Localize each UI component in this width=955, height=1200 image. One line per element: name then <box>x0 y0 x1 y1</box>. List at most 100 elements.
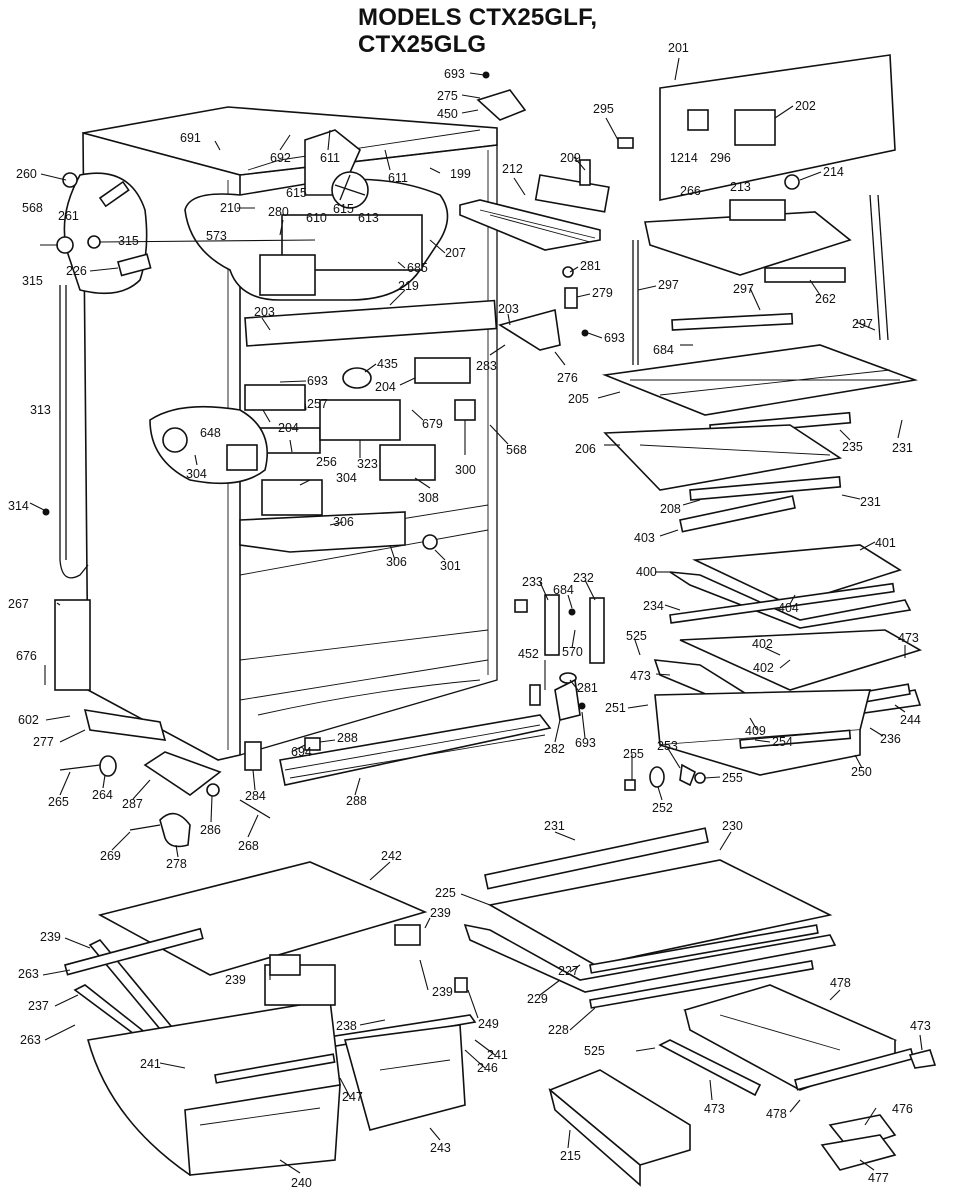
lower-left-drawers <box>64 861 477 1176</box>
part-label-1214: 1214 <box>670 151 698 165</box>
rear-panel <box>659 54 896 201</box>
part-label-215: 215 <box>560 1149 581 1163</box>
part-label-684: 684 <box>553 583 574 597</box>
part-label-212: 212 <box>502 162 523 176</box>
part-label-685: 685 <box>407 261 428 275</box>
part-label-233: 233 <box>522 575 543 589</box>
part-label-306: 306 <box>333 515 354 529</box>
part-label-295: 295 <box>593 102 614 116</box>
part-label-281: 281 <box>577 681 598 695</box>
part-label-676: 676 <box>16 649 37 663</box>
part-label-301: 301 <box>440 559 461 573</box>
part-label-201: 201 <box>668 41 689 55</box>
part-label-268: 268 <box>238 839 259 853</box>
part-label-403: 403 <box>634 531 655 545</box>
part-label-234: 234 <box>643 599 664 613</box>
part-label-525: 525 <box>626 629 647 643</box>
part-label-315: 315 <box>22 274 43 288</box>
part-label-230: 230 <box>722 819 743 833</box>
glass-shelf-230 <box>463 827 837 1009</box>
title-line-1: MODELS CTX25GLF, <box>358 4 598 31</box>
part-label-225: 225 <box>435 886 456 900</box>
part-label-238: 238 <box>336 1019 357 1033</box>
part-label-266: 266 <box>680 184 701 198</box>
part-label-473: 473 <box>704 1102 725 1116</box>
hinge-hardware <box>498 266 605 721</box>
part-label-568: 568 <box>506 443 527 457</box>
part-label-401: 401 <box>875 536 896 550</box>
part-label-227: 227 <box>558 964 579 978</box>
glass-shelf-401 <box>669 495 912 629</box>
part-label-477: 477 <box>868 1171 889 1185</box>
part-label-308: 308 <box>418 491 439 505</box>
part-label-256: 256 <box>316 455 337 469</box>
freezer-components <box>149 129 498 553</box>
part-label-679: 679 <box>422 417 443 431</box>
part-label-278: 278 <box>166 857 187 871</box>
part-label-236: 236 <box>880 732 901 746</box>
part-label-269: 269 <box>100 849 121 863</box>
part-number-labels: 693 275 450 201 691 692 611 611 199 295 … <box>8 41 931 1190</box>
part-label-315: 315 <box>118 234 139 248</box>
part-label-231: 231 <box>860 495 881 509</box>
top-bracket <box>459 71 634 251</box>
part-label-693: 693 <box>444 67 465 81</box>
part-label-241: 241 <box>140 1057 161 1071</box>
part-label-287: 287 <box>122 797 143 811</box>
part-label-404: 404 <box>778 601 799 615</box>
part-label-288: 288 <box>337 731 358 745</box>
part-label-613: 613 <box>358 211 379 225</box>
part-label-693: 693 <box>604 331 625 345</box>
freezer-shelf-206 <box>603 424 843 501</box>
part-label-435: 435 <box>377 357 398 371</box>
part-label-264: 264 <box>92 788 113 802</box>
part-label-615: 615 <box>333 202 354 216</box>
part-label-244: 244 <box>900 713 921 727</box>
part-label-478: 478 <box>830 976 851 990</box>
part-label-300: 300 <box>455 463 476 477</box>
part-label-231: 231 <box>544 819 565 833</box>
base-grille-and-rollers <box>59 709 706 848</box>
part-label-210: 210 <box>220 201 241 215</box>
part-label-304: 304 <box>336 471 357 485</box>
part-label-602: 602 <box>18 713 39 727</box>
part-label-253: 253 <box>657 739 678 753</box>
part-label-279: 279 <box>592 286 613 300</box>
part-label-692: 692 <box>270 151 291 165</box>
part-label-260: 260 <box>16 167 37 181</box>
part-label-252: 252 <box>652 801 673 815</box>
part-label-263: 263 <box>20 1033 41 1047</box>
part-label-473: 473 <box>898 631 919 645</box>
part-label-296: 296 <box>710 151 731 165</box>
part-label-304: 304 <box>186 467 207 481</box>
part-label-249: 249 <box>478 1017 499 1031</box>
part-label-255: 255 <box>623 747 644 761</box>
part-label-257: 257 <box>307 397 328 411</box>
part-label-203: 203 <box>498 302 519 316</box>
part-label-263: 263 <box>18 967 39 981</box>
part-label-573: 573 <box>206 229 227 243</box>
part-label-473: 473 <box>630 669 651 683</box>
ice-bin <box>644 199 852 283</box>
part-label-232: 232 <box>573 571 594 585</box>
part-label-693: 693 <box>307 374 328 388</box>
part-label-570: 570 <box>562 645 583 659</box>
part-label-235: 235 <box>842 440 863 454</box>
part-label-239: 239 <box>40 930 61 944</box>
title-line-2: CTX25GLG <box>358 31 487 58</box>
part-label-313: 313 <box>30 403 51 417</box>
part-label-219: 219 <box>398 279 419 293</box>
part-label-237: 237 <box>28 999 49 1013</box>
part-label-205: 205 <box>568 392 589 406</box>
part-label-254: 254 <box>772 735 793 749</box>
part-label-275: 275 <box>437 89 458 103</box>
part-label-208: 208 <box>660 502 681 516</box>
part-label-282: 282 <box>544 742 565 756</box>
part-label-199: 199 <box>450 167 471 181</box>
part-label-241: 241 <box>487 1048 508 1062</box>
part-label-261: 261 <box>58 209 79 223</box>
part-label-267: 267 <box>8 597 29 611</box>
part-label-214: 214 <box>823 165 844 179</box>
part-label-684: 684 <box>653 343 674 357</box>
part-label-402: 402 <box>752 637 773 651</box>
